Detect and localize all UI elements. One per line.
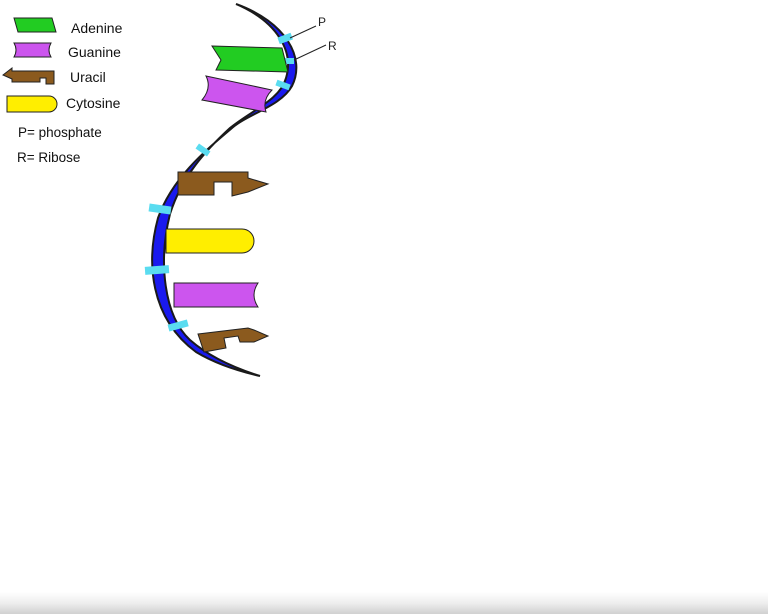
ribose-callout-line	[293, 44, 327, 61]
uracil-base	[197, 327, 270, 353]
phosphate-band	[167, 319, 189, 332]
guanine-base	[173, 282, 259, 308]
phosphate-callout-line	[289, 25, 317, 39]
guanine-base	[201, 75, 274, 113]
rna-strand: P R	[144, 3, 337, 377]
legend-note-phosphate: P= phosphate	[18, 125, 102, 140]
phosphate-bands	[144, 32, 294, 332]
ribose-callout-label: R	[328, 39, 337, 53]
bases	[165, 45, 289, 353]
adenine-base	[211, 45, 289, 73]
legend-label-guanine: Guanine	[68, 44, 121, 60]
phosphate-band	[144, 265, 170, 275]
phosphate-band	[282, 58, 294, 64]
phosphate-band	[275, 79, 291, 91]
uracil-legend-icon	[2, 66, 55, 85]
cytosine-legend-icon	[6, 95, 58, 113]
adenine-legend-icon	[13, 17, 57, 33]
phosphate-band	[277, 32, 293, 45]
phosphate-band	[195, 143, 211, 157]
legend-label-adenine: Adenine	[71, 20, 123, 36]
legend-note-ribose: R= Ribose	[17, 150, 80, 165]
legend-label-cytosine: Cytosine	[66, 95, 121, 111]
cytosine-base	[165, 228, 255, 254]
legend-label-uracil: Uracil	[70, 69, 106, 85]
guanine-legend-icon	[13, 42, 52, 58]
legend: Adenine Guanine Uracil Cytosine P= phosp…	[2, 17, 123, 165]
uracil-base	[177, 171, 270, 197]
phosphate-band	[148, 203, 172, 215]
phosphate-callout-label: P	[318, 15, 326, 29]
